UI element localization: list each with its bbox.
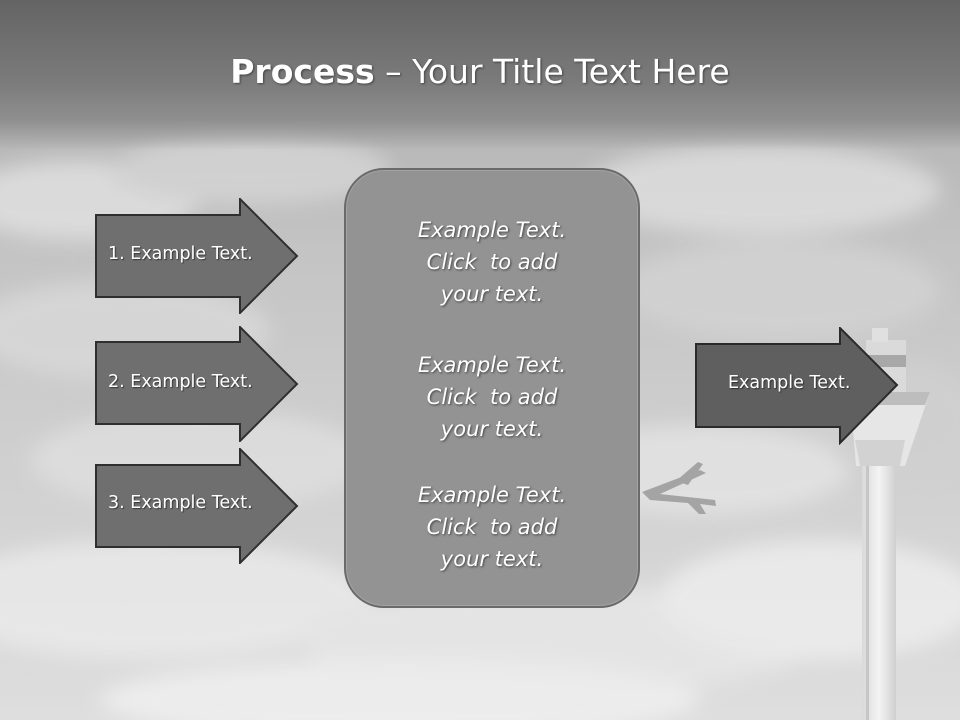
arrow-shape-1 (95, 198, 299, 314)
title-band (0, 0, 960, 150)
center-block-1-line1: Example Text. (417, 218, 567, 242)
center-block-3[interactable]: Example Text. Click to add your text. (346, 479, 638, 575)
center-block-2-line3: your text. (440, 417, 544, 441)
title-rest: – Your Title Text Here (374, 52, 730, 91)
center-block-2-line2: Click to add (426, 385, 558, 409)
center-block-3-line2: Click to add (426, 515, 558, 539)
title-bold: Process (230, 52, 375, 91)
center-block-1-line2: Click to add (426, 250, 558, 274)
arrow-1-label: 1. Example Text. (108, 244, 253, 264)
arrow-shape-2 (95, 326, 299, 442)
airplane-silhouette (642, 462, 716, 514)
arrow-2[interactable]: 2. Example Text. (95, 326, 299, 442)
arrow-2-label: 2. Example Text. (108, 372, 253, 392)
arrow-right[interactable]: Example Text. (695, 327, 899, 445)
center-block-3-line3: your text. (440, 547, 544, 571)
center-block-2-line1: Example Text. (417, 353, 567, 377)
arrow-shape-right (695, 327, 899, 445)
arrow-right-label: Example Text. (728, 373, 851, 393)
center-text-box[interactable]: Example Text. Click to add your text. Ex… (344, 168, 640, 608)
arrow-1[interactable]: 1. Example Text. (95, 198, 299, 314)
center-block-1-line3: your text. (440, 282, 544, 306)
arrow-3-label: 3. Example Text. (108, 493, 253, 513)
slide-title[interactable]: Process – Your Title Text Here (0, 52, 960, 91)
center-block-2[interactable]: Example Text. Click to add your text. (346, 349, 638, 445)
center-block-1[interactable]: Example Text. Click to add your text. (346, 214, 638, 310)
arrow-shape-3 (95, 448, 299, 564)
arrow-3[interactable]: 3. Example Text. (95, 448, 299, 564)
center-block-3-line1: Example Text. (417, 483, 567, 507)
